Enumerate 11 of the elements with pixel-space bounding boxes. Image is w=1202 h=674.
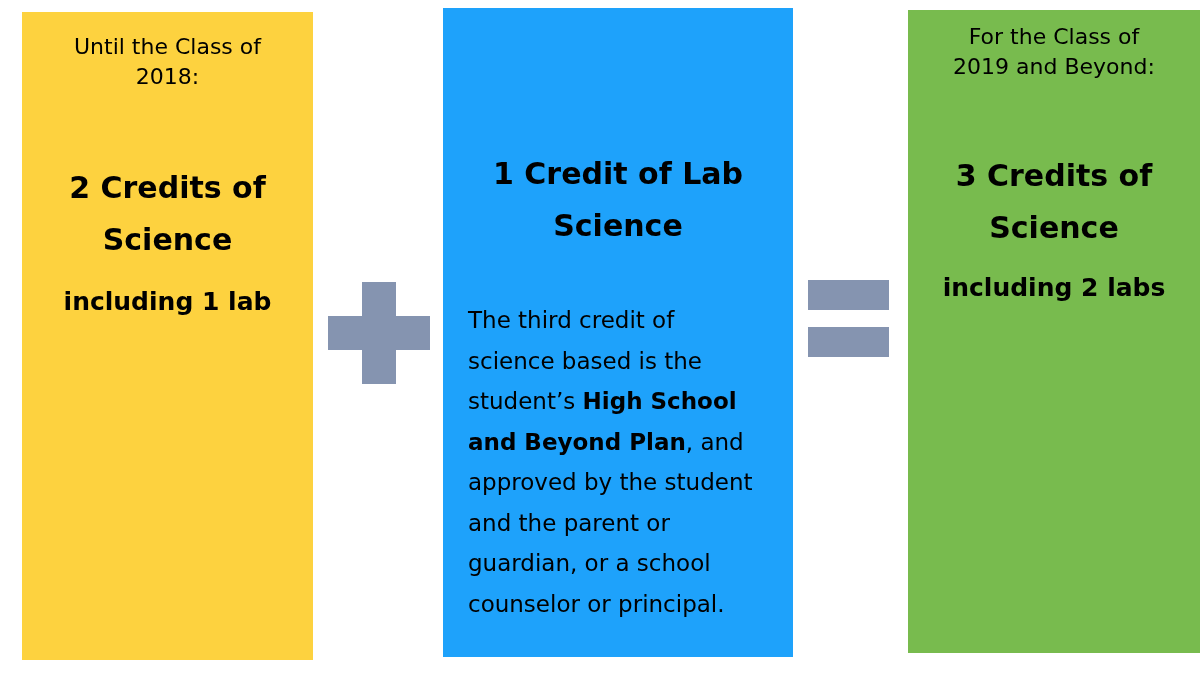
requirement-panel (908, 10, 1200, 653)
credits-heading: 1 Credit of Lab Science (492, 155, 744, 245)
credits-heading: 3 Credits of Science (954, 157, 1154, 247)
credits-heading: 2 Credits of Science (68, 169, 267, 259)
lab-count-text: including 2 labs (941, 272, 1167, 304)
requirement-panel (22, 12, 313, 660)
description-text: The third credit of science based is the student’s High School and Beyond Plan, and approved by the student and the parent or guardian, or a school counselor or principal. (468, 306, 754, 619)
requirement-panel (443, 8, 793, 657)
heading-text: For the Class of 2019 and Beyond: (952, 23, 1156, 81)
lab-count-text: including 1 lab (62, 286, 273, 318)
heading-text: Until the Class of 2018: (72, 33, 263, 91)
